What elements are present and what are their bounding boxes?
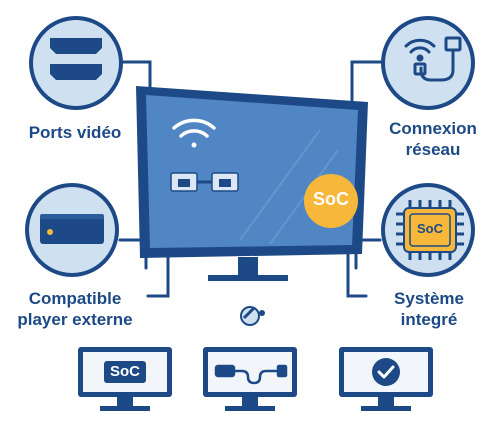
network-label: Connexion réseau: [368, 118, 498, 160]
player-label-line2: player externe: [17, 310, 133, 329]
player-label: Compatible player externe: [2, 288, 148, 330]
soc-badge: [304, 174, 358, 228]
cable-icon: [214, 364, 288, 385]
soc-badge-label: SoC: [313, 189, 349, 209]
check-icon: [372, 358, 400, 386]
network-label-line2: réseau: [405, 140, 461, 159]
network-cable-icon: [404, 36, 462, 82]
ports-label: Ports vidéo: [10, 122, 140, 143]
external-player-icon: [40, 214, 104, 244]
hdmi-port-icon: [50, 38, 102, 80]
system-circle: [381, 183, 475, 277]
system-label-line1: Système: [394, 289, 464, 308]
system-label-line2: integré: [400, 310, 458, 329]
player-label-line1: Compatible: [28, 289, 122, 308]
network-label-line1: Connexion: [389, 119, 477, 138]
ports-circle: [29, 16, 123, 110]
main-monitor: [136, 86, 368, 281]
ports-label-text: Ports vidéo: [28, 123, 122, 142]
chip-icon: [396, 200, 464, 260]
ethernet-icon: [170, 172, 239, 192]
soc-screen: [78, 347, 172, 411]
check-screen: [339, 347, 433, 411]
satellite-icon: [240, 306, 265, 326]
system-label: Système integré: [364, 288, 494, 330]
soc-screen-label: SoC: [110, 363, 140, 380]
player-circle: [25, 183, 119, 277]
cable-screen: [203, 347, 297, 411]
chip-label: SoC: [417, 221, 443, 236]
network-circle: [381, 16, 475, 110]
wifi-icon: [172, 118, 216, 148]
